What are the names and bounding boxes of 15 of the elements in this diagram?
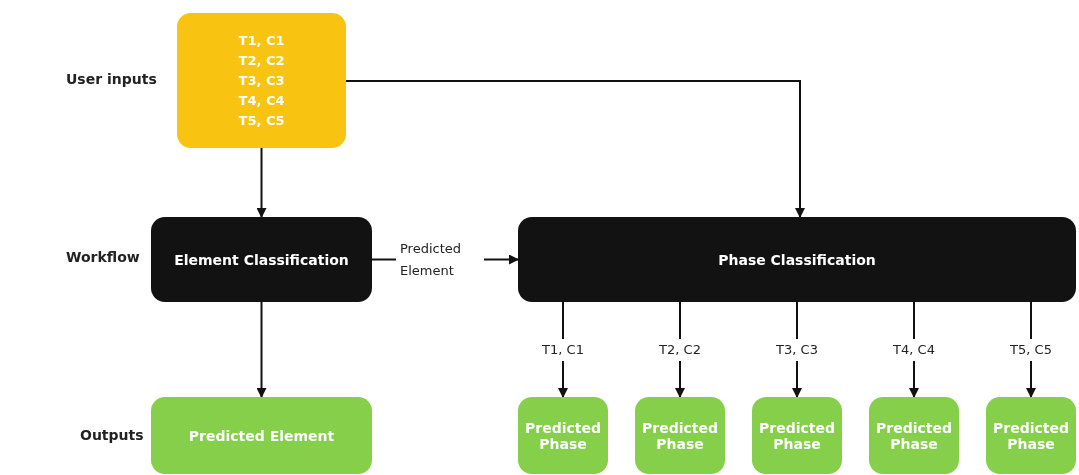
- arrow: [345, 80, 805, 218]
- arrow: [256, 147, 267, 218]
- arrow: [256, 301, 267, 398]
- output-box: Predicted Phase: [752, 397, 842, 474]
- output-box: Predicted Phase: [986, 397, 1076, 474]
- output-box: Predicted Phase: [869, 397, 959, 474]
- row-label: Workflow: [66, 249, 140, 265]
- row-label: User inputs: [66, 71, 157, 87]
- output-box: Predicted Phase: [518, 397, 608, 474]
- process-box: Element Classification: [151, 217, 372, 302]
- input-box: T1, C1 T2, C2 T3, C3 T4, C4 T5, C5: [177, 13, 346, 148]
- output-box: Predicted Element: [151, 397, 372, 474]
- process-box: Phase Classification: [518, 217, 1076, 302]
- row-label: Outputs: [80, 427, 144, 443]
- output-box: Predicted Phase: [635, 397, 725, 474]
